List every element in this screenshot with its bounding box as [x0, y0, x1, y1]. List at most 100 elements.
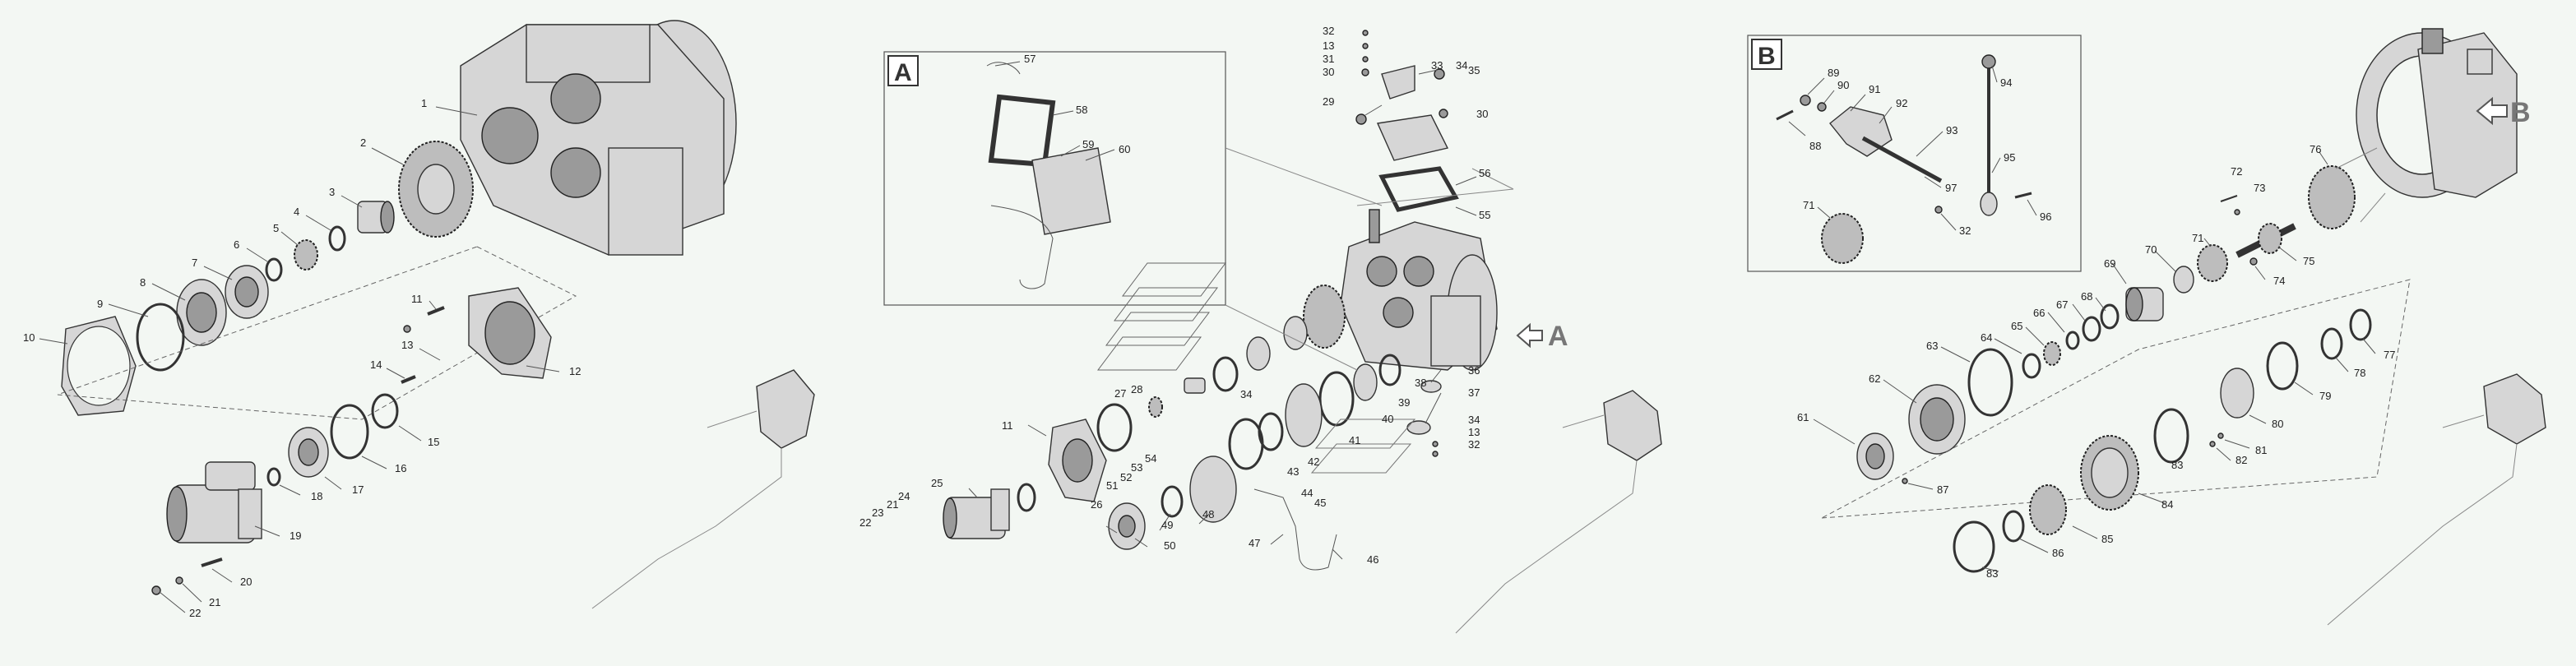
callout-r68: 68: [2081, 290, 2092, 303]
ring-68: [2100, 303, 2120, 330]
callout-r72: 72: [2231, 165, 2242, 178]
right-connector-lines: [2335, 147, 2386, 223]
callout-m13a: 13: [1323, 39, 1334, 52]
callout-r71a: 71: [2192, 232, 2203, 244]
callout-r75: 75: [2303, 255, 2314, 267]
callout-r92: 92: [1896, 97, 1907, 109]
filter-plates: [1097, 262, 1226, 371]
small-assembly-sketch-mid: [1455, 390, 1662, 634]
pin-81: [2217, 432, 2224, 439]
cover-62: [1908, 384, 1966, 455]
gear-76: [2308, 165, 2356, 229]
inset-a-cover-59: [1031, 147, 1111, 235]
callout-m34c: 34: [1240, 388, 1252, 400]
callout-m33: 33: [1431, 59, 1443, 72]
callout-r66: 66: [2033, 307, 2045, 319]
callout-m41: 41: [1349, 434, 1360, 446]
top-cover-parts: [1355, 65, 1459, 212]
mid-connector-lines: [1225, 147, 1514, 371]
fastener-stack-top: [1361, 30, 1369, 76]
callout-p21: 21: [209, 596, 220, 608]
callout-r90: 90: [1837, 79, 1849, 91]
ring-part-18: [266, 467, 281, 487]
callout-r84: 84: [2161, 498, 2173, 511]
bearing-part-7: [225, 265, 269, 319]
inset-b-pin-96: [2014, 192, 2032, 199]
ring-66: [2065, 331, 2080, 350]
callout-r70: 70: [2145, 243, 2157, 256]
callout-p12: 12: [569, 365, 581, 377]
ring-83a: [2153, 408, 2189, 464]
callout-r74: 74: [2273, 275, 2285, 287]
callout-m27: 27: [1114, 387, 1126, 400]
inset-b-letter: B: [1758, 43, 1776, 70]
inset-b-nut-89: [1800, 95, 1811, 106]
ring-part-4: [328, 225, 346, 252]
ring-77: [2349, 308, 2372, 341]
callout-m28: 28: [1131, 383, 1142, 395]
callout-labels: 1 2 3 4 5 6 7 8 9 10 11 12 13 14 15 16 1…: [23, 25, 2531, 619]
callout-p11: 11: [411, 293, 423, 305]
callout-r93: 93: [1946, 124, 1957, 136]
bolt-part-20: [201, 557, 223, 567]
ring-86: [2002, 510, 2025, 543]
ring-38: [1378, 354, 1402, 386]
callout-r91: 91: [1869, 83, 1880, 95]
ring-49: [1161, 485, 1184, 518]
callout-m52: 52: [1120, 471, 1132, 483]
nut-part-22: [151, 585, 161, 595]
callout-r65: 65: [2011, 320, 2022, 332]
callout-m46: 46: [1367, 553, 1378, 566]
mid-sleeve: [1184, 377, 1206, 394]
callout-r89: 89: [1828, 67, 1839, 79]
callout-p15: 15: [428, 436, 439, 448]
seal-50: [1108, 502, 1146, 550]
callout-p2: 2: [360, 136, 366, 149]
leader-lines-mid: [968, 61, 1477, 560]
callout-p9: 9: [97, 298, 103, 310]
callout-m54: 54: [1145, 452, 1156, 465]
callout-m37: 37: [1468, 386, 1480, 399]
gasket-part-10: [61, 316, 137, 416]
callout-p10: 10: [23, 331, 35, 344]
callout-p8: 8: [140, 276, 146, 289]
callout-m29: 29: [1323, 95, 1334, 108]
callout-m25: 25: [931, 477, 943, 489]
cover-26: [1048, 419, 1107, 502]
inset-b-screw-32: [1934, 206, 1943, 214]
callout-r79: 79: [2319, 390, 2331, 402]
bushing-part-3: [357, 201, 395, 234]
callout-m55: 55: [1479, 209, 1490, 221]
snap-ring-part-9: [136, 303, 185, 372]
callout-r96: 96: [2040, 210, 2051, 223]
inset-b-badge: [1751, 39, 1782, 70]
pin-72: [2220, 195, 2238, 202]
callout-m35: 35: [1468, 64, 1480, 76]
o-ring-part-15: [371, 393, 399, 429]
mid-dashed-plates: [1310, 419, 1416, 474]
callout-r87: 87: [1937, 483, 1948, 496]
washer-part-13: [403, 325, 411, 333]
callout-p14: 14: [370, 358, 382, 371]
ring-40: [1318, 371, 1355, 427]
center-housing: [1340, 209, 1498, 371]
inset-b-pin-88: [1776, 109, 1794, 121]
callout-p19: 19: [290, 530, 301, 542]
callout-r64: 64: [1981, 331, 1992, 344]
callout-m11: 11: [1002, 419, 1013, 432]
callout-m22: 22: [859, 516, 871, 529]
callout-p17: 17: [352, 483, 364, 496]
callout-r97: 97: [1945, 182, 1957, 194]
sleeve-69: [2125, 287, 2164, 321]
callout-m23: 23: [872, 506, 883, 519]
mid-ring-27: [1096, 403, 1133, 452]
middle-panel: [883, 30, 1662, 634]
mid-gear: [1303, 284, 1346, 349]
callout-r82: 82: [2235, 454, 2247, 466]
pump-25: [943, 488, 1010, 539]
callout-m38: 38: [1415, 377, 1426, 389]
callout-m47: 47: [1249, 537, 1260, 549]
callout-r73: 73: [2254, 182, 2265, 194]
callout-m32b: 32: [1468, 438, 1480, 451]
callout-m30a: 30: [1323, 66, 1334, 78]
